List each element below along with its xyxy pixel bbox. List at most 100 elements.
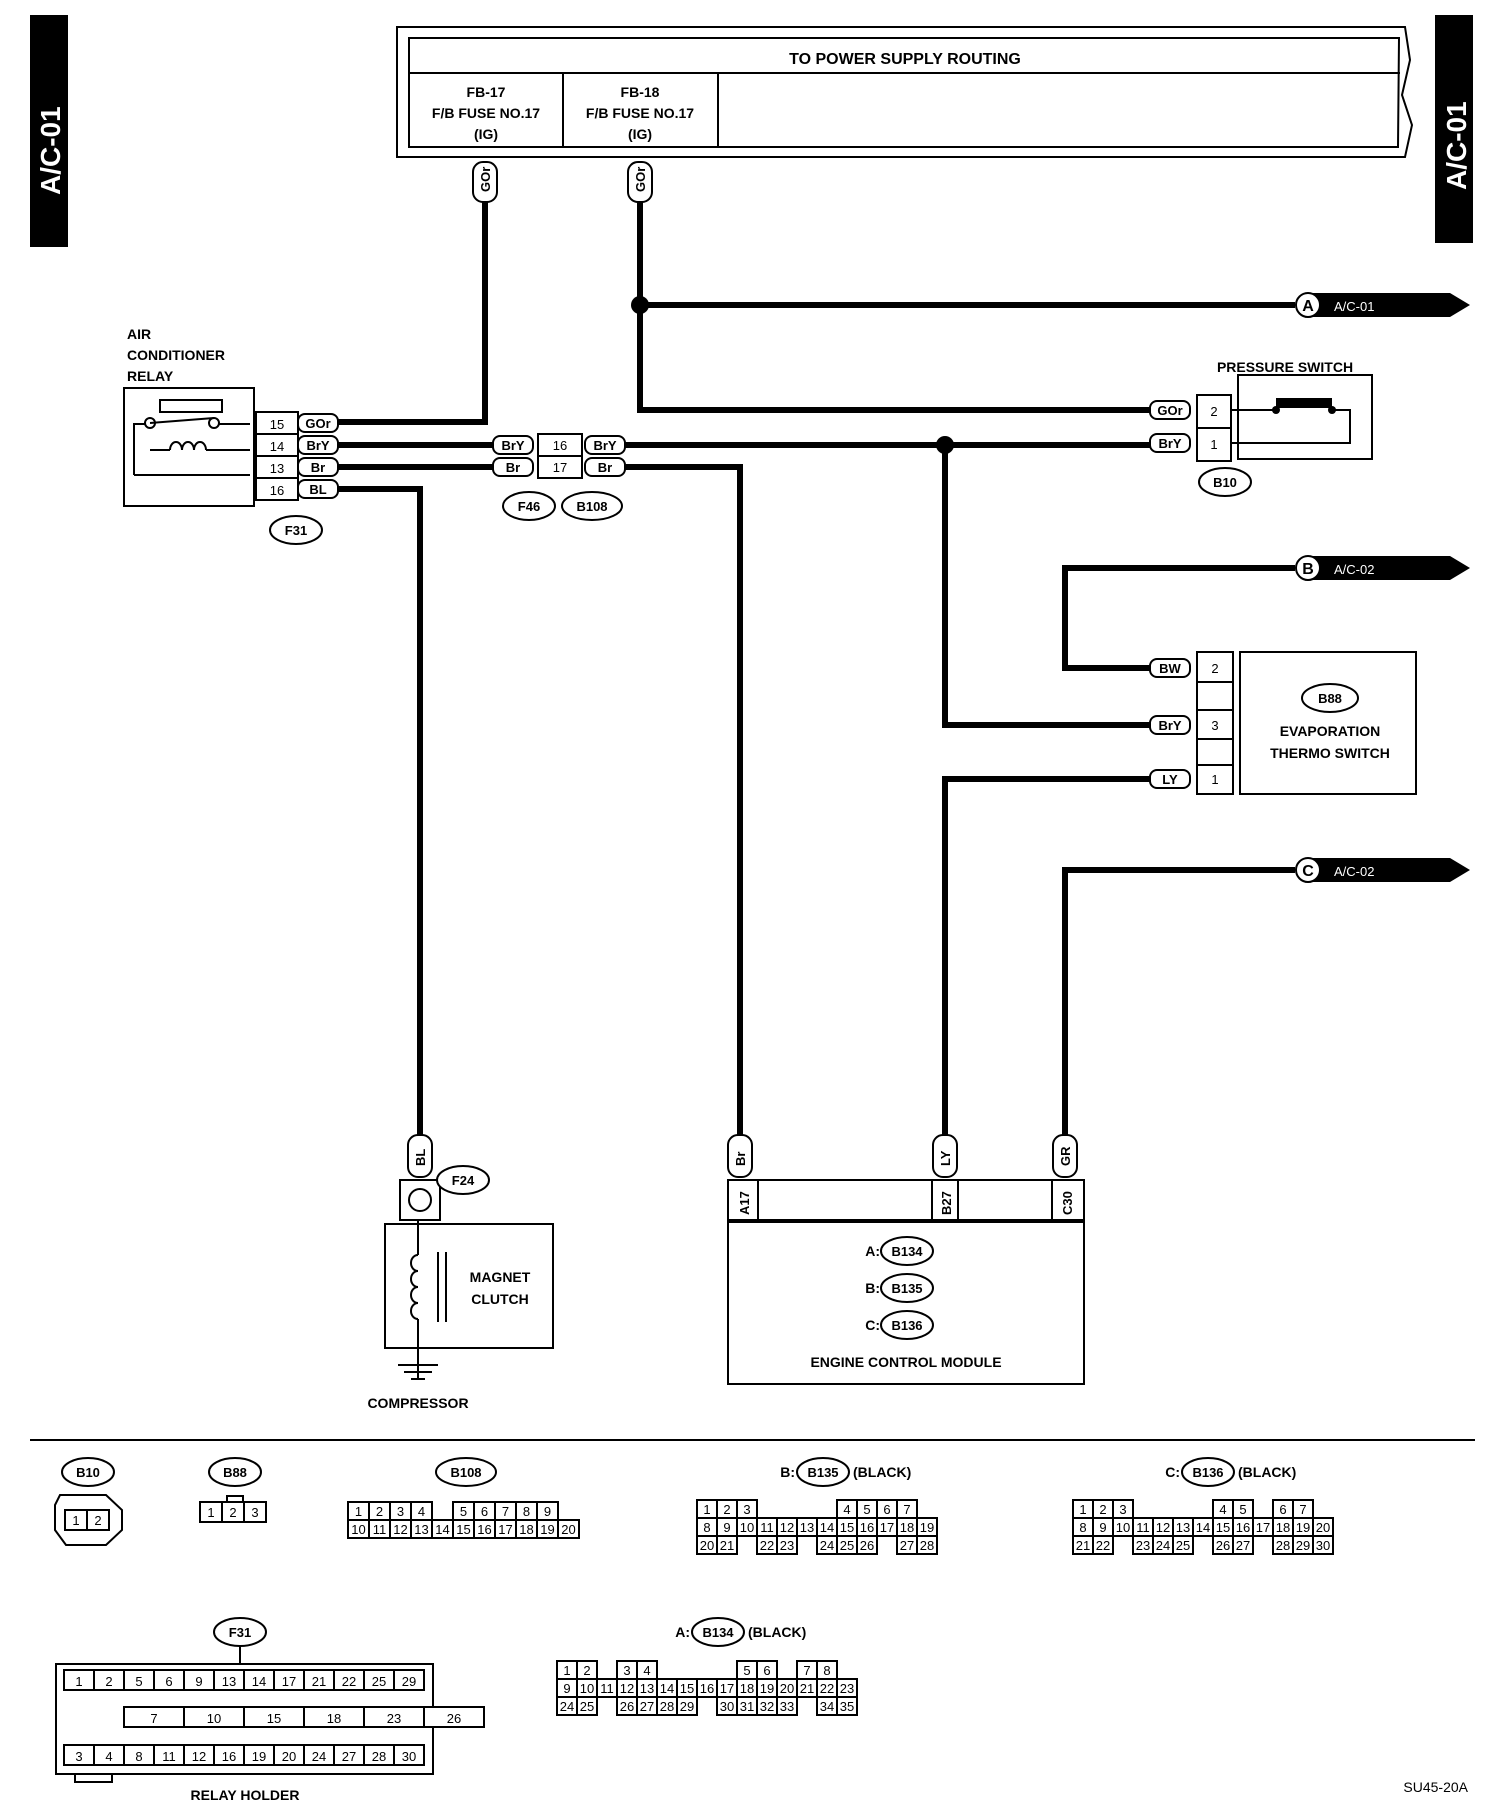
fuse-2-mode: (IG) — [628, 126, 652, 142]
pin-label: 1 — [703, 1502, 710, 1517]
pin-label: 4 — [418, 1504, 425, 1519]
fuse-1-mode: (IG) — [474, 126, 498, 142]
pin-label: 25 — [580, 1699, 594, 1714]
svg-text:(BLACK): (BLACK) — [1238, 1464, 1296, 1480]
pin-label: 18 — [740, 1681, 754, 1696]
pin-label: 18 — [327, 1711, 341, 1726]
pin-label: 3 — [397, 1504, 404, 1519]
svg-text:BL: BL — [309, 482, 326, 497]
pin-label: 2 — [1099, 1502, 1106, 1517]
svg-text:1: 1 — [1211, 772, 1218, 787]
pin-label: 12 — [620, 1681, 634, 1696]
pin-label: 35 — [840, 1699, 854, 1714]
svg-text:15: 15 — [270, 417, 284, 432]
section-tag-right: A/C-01 — [1435, 15, 1473, 243]
svg-text:3: 3 — [251, 1505, 258, 1520]
wire-br-ecm — [625, 464, 743, 1135]
fuse-wires: GOr GOr — [330, 161, 1295, 425]
pin-label: 3 — [623, 1663, 630, 1678]
svg-text:C:: C: — [1165, 1464, 1180, 1480]
svg-text:BrY: BrY — [306, 438, 329, 453]
svg-text:B: B — [1302, 561, 1314, 578]
pin-cell — [1232, 1535, 1254, 1555]
svg-text:(BLACK): (BLACK) — [853, 1464, 911, 1480]
pin-label: 24 — [312, 1749, 326, 1764]
fuse-1-name: F/B FUSE NO.17 — [432, 105, 540, 121]
svg-text:14: 14 — [270, 439, 284, 454]
pin-label: 24 — [820, 1538, 834, 1553]
pin-label: 26 — [1216, 1538, 1230, 1553]
pin-cell — [836, 1696, 858, 1716]
svg-text:Br: Br — [311, 460, 325, 475]
svg-text:A:: A: — [865, 1243, 880, 1259]
pin-cell — [1172, 1535, 1194, 1555]
svg-text:A17: A17 — [737, 1191, 752, 1215]
power-supply-box: TO POWER SUPPLY ROUTING FB-17 F/B FUSE N… — [396, 26, 1414, 158]
svg-text:1: 1 — [1210, 437, 1217, 452]
pin-cell — [393, 1669, 425, 1691]
pin-label: 8 — [823, 1663, 830, 1678]
wire-gr-ecm — [1062, 867, 1295, 1135]
pin-label: 27 — [900, 1538, 914, 1553]
svg-text:GOr: GOr — [478, 167, 493, 192]
pin-label: 10 — [351, 1522, 365, 1537]
svg-text:17: 17 — [553, 460, 567, 475]
pin-label: 30 — [720, 1699, 734, 1714]
ref-b: B A/C-02 — [1295, 555, 1470, 581]
pin-label: 20 — [780, 1681, 794, 1696]
face-b10: B10 1 2 — [54, 1457, 123, 1546]
wire-bw-thermo — [1062, 565, 1295, 671]
pin-label: 9 — [544, 1504, 551, 1519]
svg-text:BrY: BrY — [1158, 436, 1181, 451]
pin-label: 23 — [1136, 1538, 1150, 1553]
pin-label: 1 — [1079, 1502, 1086, 1517]
svg-text:A/C-01: A/C-01 — [35, 106, 66, 195]
svg-text:F46: F46 — [518, 499, 540, 514]
pin-label: 10 — [740, 1520, 754, 1535]
svg-text:BW: BW — [1159, 661, 1181, 676]
svg-text:BL: BL — [413, 1149, 428, 1166]
pin-label: 18 — [1276, 1520, 1290, 1535]
pin-label: 20 — [1316, 1520, 1330, 1535]
pin-label: 18 — [900, 1520, 914, 1535]
pin-label: 14 — [820, 1520, 834, 1535]
svg-text:1: 1 — [207, 1505, 214, 1520]
pin-cell — [716, 1535, 738, 1555]
pin-label: 12 — [393, 1522, 407, 1537]
pin-label: 5 — [863, 1502, 870, 1517]
pin-cell — [776, 1696, 798, 1716]
pin-label: 19 — [760, 1681, 774, 1696]
pin-label: 31 — [740, 1699, 754, 1714]
pin-label: 32 — [760, 1699, 774, 1714]
pin-label: 15 — [1216, 1520, 1230, 1535]
svg-text:COMPRESSOR: COMPRESSOR — [367, 1395, 468, 1411]
ref-a: A A/C-01 — [1295, 292, 1470, 318]
svg-text:2: 2 — [1210, 404, 1217, 419]
pin-label: 5 — [135, 1674, 142, 1689]
pin-label: 12 — [1156, 1520, 1170, 1535]
svg-text:B88: B88 — [223, 1465, 247, 1480]
pin-label: 10 — [580, 1681, 594, 1696]
pin-cell — [423, 1706, 485, 1728]
pin-label: 13 — [222, 1674, 236, 1689]
pin-label: 26 — [860, 1538, 874, 1553]
section-tag-left: A/C-01 — [30, 15, 68, 247]
pin-label: 19 — [252, 1749, 266, 1764]
pin-label: 8 — [135, 1749, 142, 1764]
svg-text:BrY: BrY — [501, 438, 524, 453]
svg-text:MAGNET: MAGNET — [470, 1269, 531, 1285]
pin-label: 22 — [342, 1674, 356, 1689]
pin-cell — [576, 1696, 598, 1716]
svg-text:GR: GR — [1058, 1146, 1073, 1166]
pin-label: 7 — [502, 1504, 509, 1519]
svg-text:LY: LY — [938, 1150, 953, 1166]
pin-label: 14 — [1196, 1520, 1210, 1535]
svg-text:C: C — [1302, 863, 1314, 880]
pin-label: 25 — [1176, 1538, 1190, 1553]
svg-text:A:: A: — [675, 1624, 690, 1640]
fuse-2-name: F/B FUSE NO.17 — [586, 105, 694, 121]
